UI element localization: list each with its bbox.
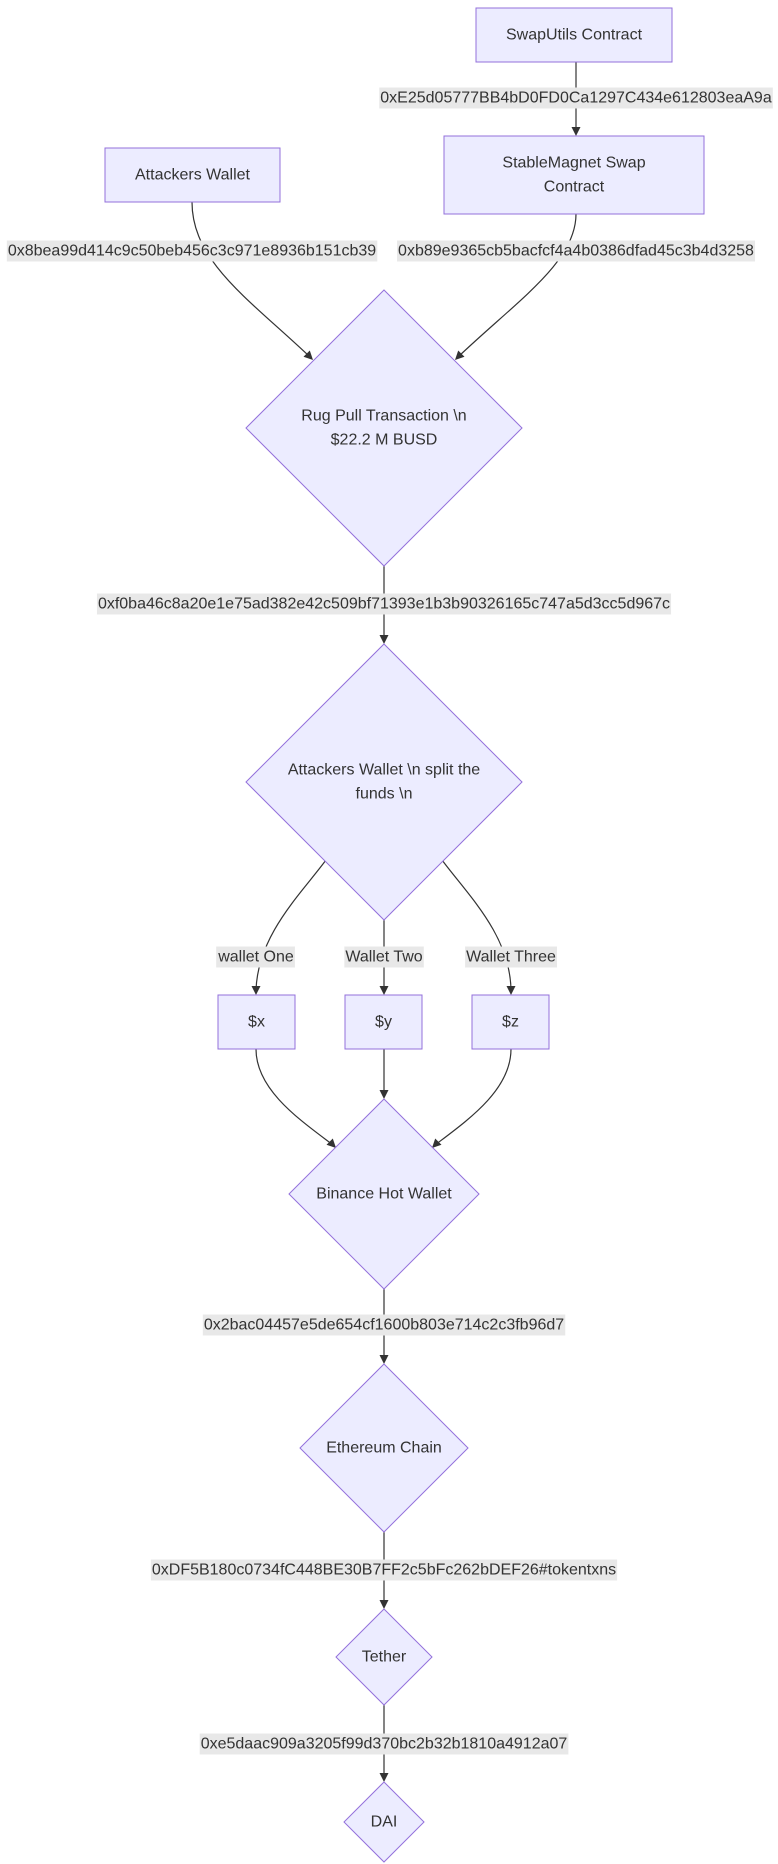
edge-label-background xyxy=(150,1559,618,1581)
node-label: Attackers Wallet \n split the xyxy=(288,762,480,779)
edge-y-to-binance xyxy=(379,1049,389,1099)
node-diamond xyxy=(335,1608,433,1706)
node-label: $x xyxy=(248,1014,265,1031)
node-box xyxy=(217,994,296,1050)
edge-line xyxy=(457,213,577,358)
edge-line xyxy=(441,859,512,991)
node-y: $y xyxy=(344,994,423,1050)
node-diamond xyxy=(343,1781,425,1863)
node-z: $z xyxy=(471,994,550,1050)
node-label: DAI xyxy=(371,1814,398,1831)
edge-label-text: Wallet Two xyxy=(345,949,422,966)
node-label: $y xyxy=(375,1014,392,1031)
arrowhead-icon xyxy=(432,1138,442,1148)
edge-stablemagnet-to-rugpull xyxy=(455,213,577,360)
edges-layer xyxy=(191,62,581,1782)
edge-label-text: Wallet Three xyxy=(466,949,556,966)
edge-label-background xyxy=(379,87,773,109)
node-diamond xyxy=(245,289,523,567)
node-label: Rug Pull Transaction \n xyxy=(301,408,466,425)
arrowhead-icon xyxy=(455,350,465,360)
edge-label: wallet One xyxy=(216,946,295,968)
edge-label: 0xE25d05777BB4bD0FD0Ca1297C434e612803eaA… xyxy=(379,87,773,109)
node-label: funds \n xyxy=(356,786,413,803)
node-label: $22.2 M BUSD xyxy=(331,432,438,449)
edge-label: 0x2bac04457e5de654cf1600b803e714c2c3fb96… xyxy=(202,1314,566,1336)
edge-split-to-x xyxy=(251,859,327,995)
arrowhead-icon xyxy=(379,635,389,644)
edge-label-background xyxy=(397,240,756,262)
node-swaputils: SwapUtils Contract xyxy=(475,7,673,63)
arrowhead-icon xyxy=(506,986,516,995)
node-label: Attackers Wallet xyxy=(135,167,251,184)
edge-x-to-binance xyxy=(255,1048,336,1148)
arrowhead-icon xyxy=(251,986,261,995)
edge-label-text: 0x8bea99d414c9c50beb456c3c971e8936b151cb… xyxy=(8,243,376,260)
edge-label: Wallet Three xyxy=(465,946,558,968)
edge-split-to-z xyxy=(441,859,516,995)
node-label: SwapUtils Contract xyxy=(506,27,643,44)
node-box xyxy=(104,147,281,203)
edge-label-background xyxy=(465,946,558,968)
node-diamond xyxy=(245,643,523,921)
arrowhead-icon xyxy=(379,1355,389,1364)
node-diamond xyxy=(299,1363,469,1533)
edge-label-text: 0xe5daac909a3205f99d370bc2b32b1810a4912a… xyxy=(201,1736,568,1753)
node-label: Ethereum Chain xyxy=(326,1440,442,1457)
arrowhead-icon xyxy=(379,986,389,995)
node-label: Contract xyxy=(544,179,605,196)
node-attackers: Attackers Wallet xyxy=(104,147,281,203)
node-box xyxy=(344,994,423,1050)
edge-line xyxy=(255,859,327,991)
node-diamond xyxy=(288,1098,480,1290)
edge-line xyxy=(255,1048,334,1146)
edge-label: 0xb89e9365cb5bacfcf4a4b0386dfad45c3b4d32… xyxy=(397,240,756,262)
edge-label-text: 0xb89e9365cb5bacfcf4a4b0386dfad45c3b4d32… xyxy=(398,243,754,260)
edge-z-to-binance xyxy=(432,1048,512,1148)
edge-labels-layer: 0xE25d05777BB4bD0FD0Ca1297C434e612803eaA… xyxy=(6,87,773,1755)
edge-label: 0xf0ba46c8a20e1e75ad382e42c509bf71393e1b… xyxy=(96,593,672,615)
node-rugpull: Rug Pull Transaction \n $22.2 M BUSD xyxy=(245,289,523,567)
edge-label-background xyxy=(202,1314,566,1336)
edge-label-background xyxy=(344,946,424,968)
node-label: Tether xyxy=(362,1649,407,1666)
edge-label: 0xDF5B180c0734fC448BE30B7FF2c5bFc262bDEF… xyxy=(150,1559,618,1581)
node-box xyxy=(475,7,673,63)
edge-label-background xyxy=(216,946,295,968)
node-tether: Tether xyxy=(335,1608,433,1706)
edge-label-text: wallet One xyxy=(217,949,294,966)
edge-label-background xyxy=(6,240,378,262)
edge-label-text: 0xf0ba46c8a20e1e75ad382e42c509bf71393e1b… xyxy=(98,596,670,613)
edge-label: 0xe5daac909a3205f99d370bc2b32b1810a4912a… xyxy=(199,1733,569,1755)
node-label: StableMagnet Swap xyxy=(502,155,645,172)
node-binance: Binance Hot Wallet xyxy=(288,1098,480,1290)
node-label: Binance Hot Wallet xyxy=(316,1186,452,1203)
arrowhead-icon xyxy=(303,350,313,360)
edge-label-text: 0xDF5B180c0734fC448BE30B7FF2c5bFc262bDEF… xyxy=(152,1562,616,1579)
node-x: $x xyxy=(217,994,296,1050)
edge-attackers-to-rugpull xyxy=(191,201,313,360)
node-ethereum: Ethereum Chain xyxy=(299,1363,469,1533)
node-split: Attackers Wallet \n split the funds \n xyxy=(245,643,523,921)
arrowhead-icon xyxy=(379,1600,389,1609)
arrowhead-icon xyxy=(571,127,581,136)
edge-label-background xyxy=(199,1733,569,1755)
edge-label-text: 0xE25d05777BB4bD0FD0Ca1297C434e612803eaA… xyxy=(380,90,772,107)
edge-label-background xyxy=(96,593,672,615)
arrowhead-icon xyxy=(379,1773,389,1782)
node-dai: DAI xyxy=(343,1781,425,1863)
edge-line xyxy=(191,201,311,358)
arrowhead-icon xyxy=(379,1090,389,1099)
node-box xyxy=(471,994,550,1050)
node-label: $z xyxy=(502,1014,519,1031)
node-box xyxy=(443,135,705,215)
edge-line xyxy=(434,1048,512,1146)
edge-label-text: 0x2bac04457e5de654cf1600b803e714c2c3fb96… xyxy=(204,1317,564,1334)
edge-label: 0x8bea99d414c9c50beb456c3c971e8936b151cb… xyxy=(6,240,378,262)
edge-label: Wallet Two xyxy=(344,946,424,968)
arrowhead-icon xyxy=(326,1138,336,1148)
